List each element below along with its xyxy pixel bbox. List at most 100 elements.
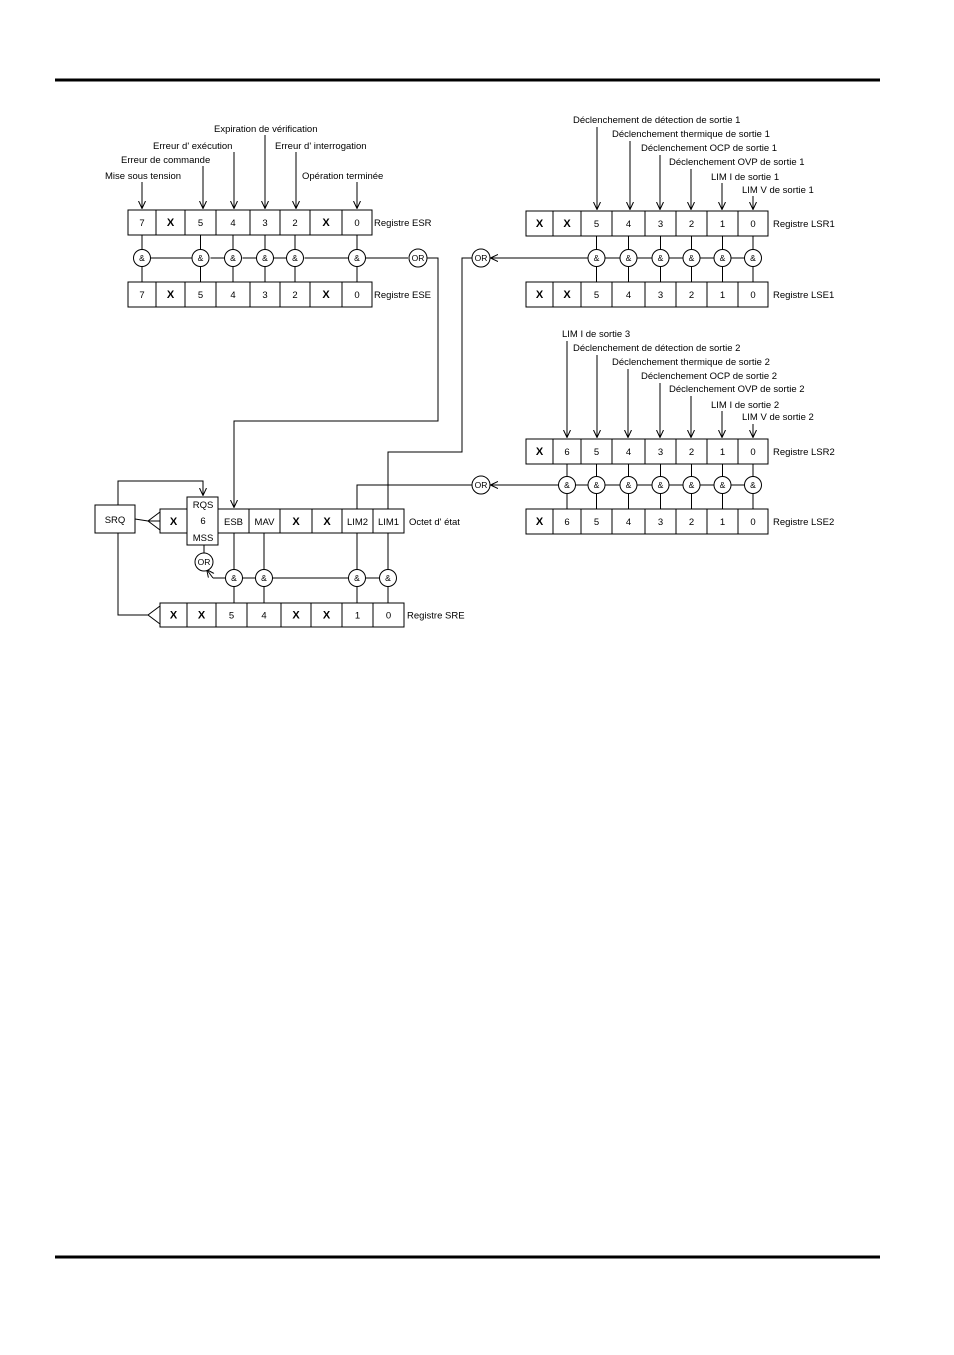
- ese-cell-4-text: 3: [262, 290, 267, 301]
- lse2-cell-4-text: 3: [658, 517, 663, 528]
- lsr1-and-gate-7-symbol: &: [750, 253, 756, 263]
- esr-and-gate-2-symbol: &: [198, 253, 204, 263]
- sre-cell-3-text: 4: [261, 611, 266, 622]
- lsr2-or-gate-symbol: OR: [475, 480, 488, 490]
- sre-cell-3: [246, 602, 282, 628]
- sre-and-gate-2-symbol: &: [354, 573, 360, 583]
- lsr2-and-gate-7-symbol: &: [750, 480, 756, 490]
- lsr2-label-1: Déclenchement de détection de sortie 2: [573, 343, 740, 354]
- lsr2-label-0: LIM I de sortie 3: [562, 329, 630, 340]
- lsr2-cell-0-text: X: [536, 446, 544, 458]
- lsr1-cell-2: [580, 210, 613, 237]
- esr-label-2: Erreur d' exécution: [153, 141, 232, 152]
- lsr1-cell-4-text: 3: [658, 219, 663, 230]
- lsr1-and-gate-2-symbol: &: [594, 253, 600, 263]
- lsr1-cell-1-text: X: [563, 218, 571, 230]
- esr-or-gate-symbol: OR: [412, 253, 425, 263]
- lsr2-name: Registre LSR2: [773, 447, 835, 458]
- esr-cell-2-text: 5: [198, 218, 203, 229]
- stb-or-gate: OR: [194, 552, 214, 572]
- lse1-cell-4-text: 3: [658, 290, 663, 301]
- sre-cell-2: [215, 602, 248, 628]
- lsr2-and-gate-6-symbol: &: [720, 480, 726, 490]
- lsr1-cell-7: [737, 210, 769, 237]
- lsr1-label-1: Déclenchement thermique de sortie 1: [612, 129, 770, 140]
- stb-cell-3: [279, 508, 313, 534]
- lsr1-and-gate-3: &: [619, 249, 638, 267]
- sre-and-gate-1: &: [255, 569, 273, 587]
- lsr2-label-2: Déclenchement thermique de sortie 2: [612, 357, 770, 368]
- srq-box: [94, 504, 136, 534]
- sre-cell-1-text: X: [198, 610, 206, 622]
- esr-cell-1-text: X: [167, 217, 175, 229]
- sre-name: Registre SRE: [407, 611, 465, 622]
- lsr1-cell-2-text: 5: [594, 219, 599, 230]
- esr-label-0: Mise sous tension: [105, 171, 181, 182]
- sre-and-gate-0-symbol: &: [231, 573, 237, 583]
- lsr2-and-gate-3-symbol: &: [626, 480, 632, 490]
- lsr1-cell-7-text: 0: [750, 219, 755, 230]
- stb-or-gate-symbol: OR: [198, 557, 211, 567]
- lsr1-cell-5-text: 2: [689, 219, 694, 230]
- lsr2-and-gate-5: &: [682, 476, 701, 494]
- ese-cell-7-text: 0: [354, 290, 359, 301]
- lsr2-label-6: LIM V de sortie 2: [742, 412, 814, 423]
- sre-cell-4: [280, 602, 312, 628]
- lsr2-cell-5-text: 2: [689, 447, 694, 458]
- esr-and-gate-4-symbol: &: [262, 253, 268, 263]
- lse2-cell-5: [675, 508, 708, 535]
- lse2-cell-0-text: X: [536, 516, 544, 528]
- lsr1-or-gate: OR: [471, 248, 491, 268]
- lsr1-and-gate-4: &: [651, 249, 670, 267]
- lsr2-cell-4-text: 3: [658, 447, 663, 458]
- srq-link: [134, 518, 149, 522]
- esr-label-3: Expiration de vérification: [214, 124, 318, 135]
- ese-cell-0: [127, 281, 157, 308]
- lse2-name: Registre LSE2: [773, 517, 834, 528]
- stb-cell-2-text: MAV: [255, 517, 276, 528]
- lsr2-label-3: Déclenchement OCP de sortie 2: [641, 371, 777, 382]
- lse1-cell-6: [706, 281, 739, 308]
- lsr1-cell-4: [644, 210, 677, 237]
- lse2-cell-1-text: 6: [564, 517, 569, 528]
- esr-and-gate-5: &: [286, 249, 304, 267]
- sre-and-gate-2: &: [348, 569, 366, 587]
- lsr1-and-gate-3-symbol: &: [626, 253, 632, 263]
- lsr1-and-gate-5-symbol: &: [689, 253, 695, 263]
- esr-and-gate-3-symbol: &: [230, 253, 236, 263]
- lse2-cell-7-text: 0: [750, 517, 755, 528]
- lse1-cell-0-text: X: [536, 289, 544, 301]
- lsr1-cell-0-text: X: [536, 218, 544, 230]
- lse2-cell-3: [611, 508, 646, 535]
- lse1-cell-7: [737, 281, 769, 308]
- stb-cell-3-text: X: [292, 516, 300, 528]
- lsr2-and-gate-5-symbol: &: [689, 480, 695, 490]
- lsr2-label-5: LIM I de sortie 2: [711, 400, 779, 411]
- lsr2-and-gate-1-symbol: &: [564, 480, 570, 490]
- sre-and-gate-3: &: [379, 569, 397, 587]
- lse2-cell-4: [644, 508, 677, 535]
- lse1-cell-7-text: 0: [750, 290, 755, 301]
- esr-label-1: Erreur de commande: [121, 155, 210, 166]
- lsr1-or-to-lim1: [387, 257, 472, 509]
- esr-cell-6-text: X: [322, 217, 330, 229]
- sre-cell-4-text: X: [292, 610, 300, 622]
- lsr1-label-3: Déclenchement OVP de sortie 1: [669, 157, 805, 168]
- sre-and-gate-1-symbol: &: [261, 573, 267, 583]
- stb-cell-4-text: X: [323, 516, 331, 528]
- lsr2-or-to-lim2: [356, 484, 472, 509]
- lse2-cell-7: [737, 508, 769, 535]
- lsr2-cell-2-text: 5: [594, 447, 599, 458]
- lse2-cell-0: [525, 508, 554, 535]
- lsr1-label-2: Déclenchement OCP de sortie 1: [641, 143, 777, 154]
- gates: &&&&&&OR&&&&&&OR&&&&&&&OR&&&&OR: [133, 248, 762, 587]
- lsr2-cell-1-text: 6: [564, 447, 569, 458]
- lsr2-and-gate-1: &: [558, 476, 576, 494]
- srq-to-rqs: [117, 480, 203, 505]
- lsr2-and-gate-4-symbol: &: [658, 480, 664, 490]
- stb-bit6-label: 6: [200, 516, 205, 527]
- esr-and-gate-0: &: [133, 249, 151, 267]
- sre-cell-7-text: 0: [386, 611, 391, 622]
